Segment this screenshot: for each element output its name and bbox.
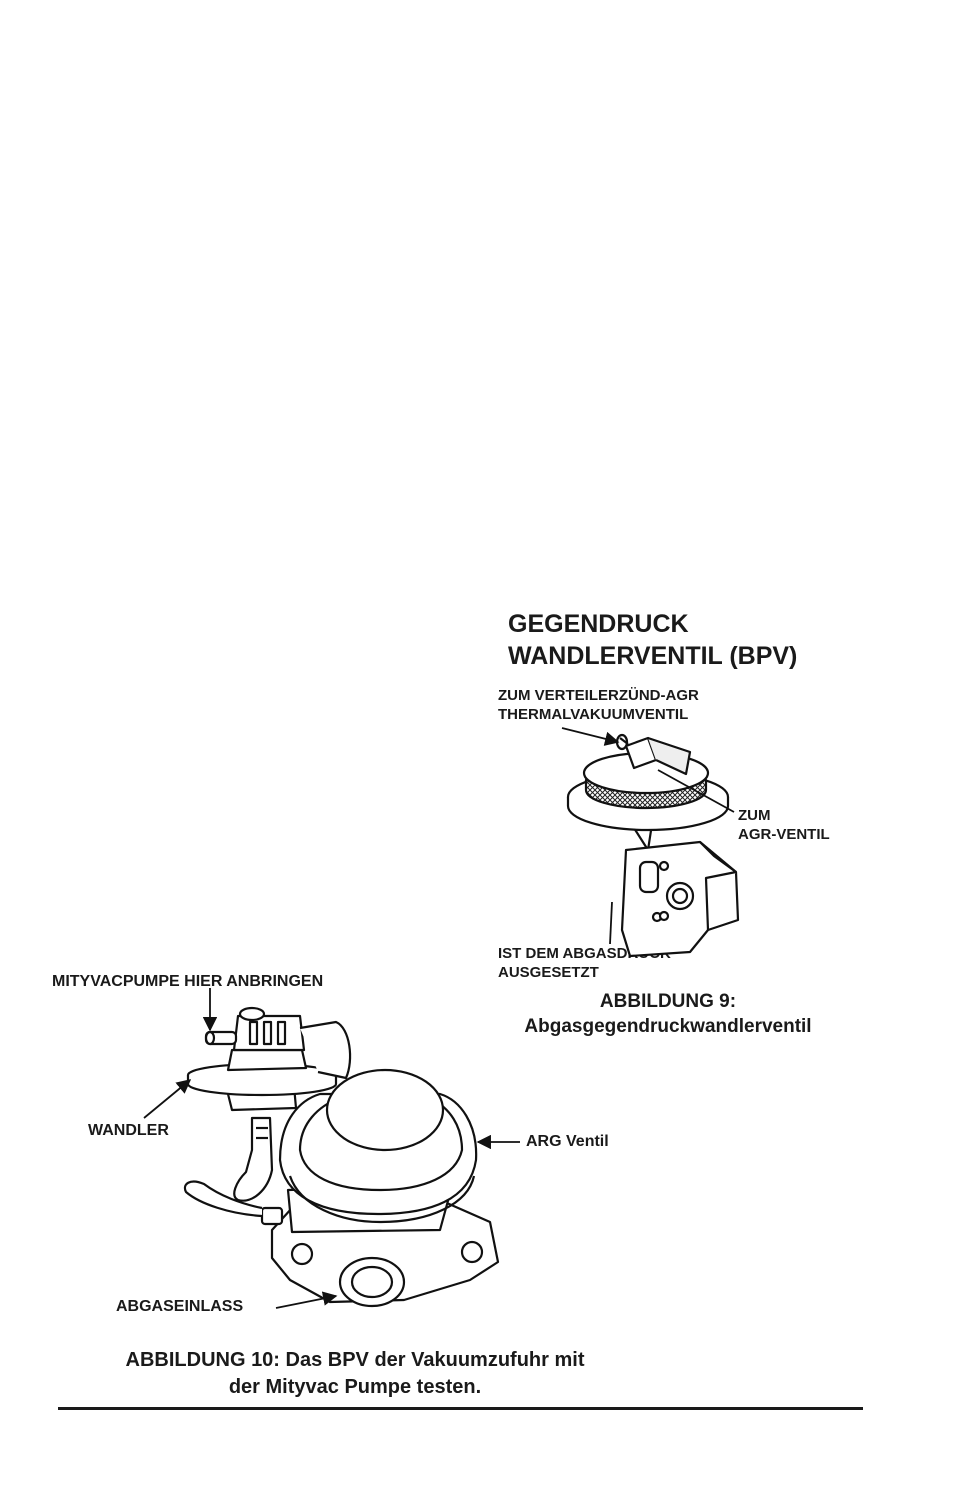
label-to-distributor-valve: ZUM VERTEILERZÜND-AGR THERMALVAKUUMVENTI… — [498, 687, 699, 723]
egr-dome — [278, 1068, 478, 1224]
figure9-caption-text: Abgasgegendruckwandlerventil — [524, 1016, 812, 1037]
leader-exhaust — [609, 901, 613, 945]
label-to-egr-valve: ZUM AGR-VENTIL — [738, 807, 830, 843]
leader-egr — [657, 769, 735, 813]
label-attach-pump: MITYVACPUMPE HIER ANBRINGEN — [52, 973, 324, 990]
figure9-caption-number: ABBILDUNG 9: — [599, 991, 737, 1012]
figure9-title-line1: GEGENDRUCK — [508, 610, 689, 638]
egr-assembly-drawing — [183, 1006, 500, 1308]
bpv-vacuum-nipple — [615, 733, 692, 776]
figure10-leader-lines — [143, 988, 520, 1309]
figure9-title-line2: WANDLERVENTIL (BPV) — [508, 642, 798, 670]
figure10-caption: ABBILDUNG 10: Das BPV der Vakuumzufuhr m… — [60, 1347, 650, 1401]
figure9-title: GEGENDRUCK WANDLERVENTIL (BPV) — [508, 608, 797, 672]
figure10-caption-line1: ABBILDUNG 10: Das BPV der Vakuumzufuhr m… — [125, 1349, 585, 1371]
egr-side-fitting — [183, 1180, 284, 1226]
label-egr-valve: ARG Ventil — [526, 1133, 609, 1150]
label-transducer: WANDLER — [88, 1122, 169, 1139]
label-exhaust-inlet: ABGASEINLASS — [116, 1298, 244, 1315]
leader-distributor — [561, 727, 620, 746]
bottom-rule — [58, 1407, 863, 1410]
transducer-body — [186, 1006, 352, 1112]
figure9-leader-lines — [561, 727, 735, 945]
leader-transducer — [143, 1079, 192, 1119]
figure10-caption-line2: der Mityvac Pumpe testen. — [228, 1376, 482, 1398]
figure9-caption: ABBILDUNG 9: Abgasgegendruckwandlerventi… — [478, 989, 858, 1039]
connecting-hose — [233, 1116, 274, 1202]
bpv-valve-drawing — [566, 733, 740, 958]
leader-inlet — [275, 1291, 338, 1309]
